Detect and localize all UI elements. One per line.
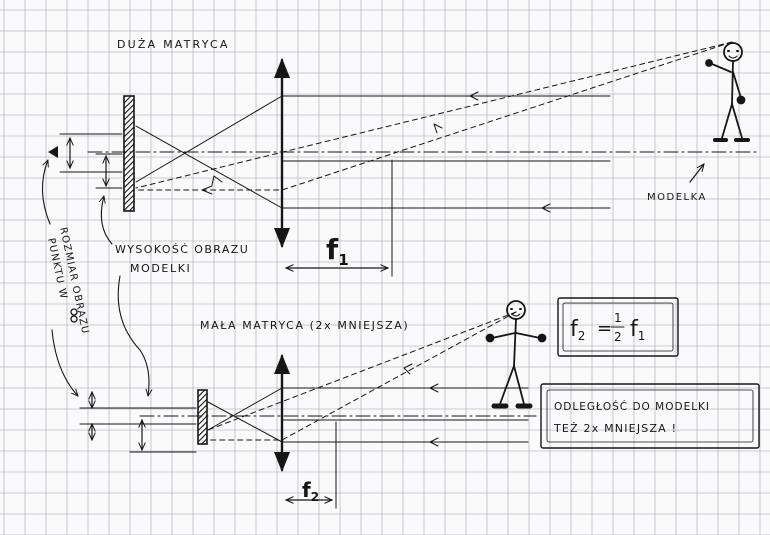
ray-dashed-4 <box>207 311 517 441</box>
label-model: MODELKA <box>647 192 707 203</box>
ray-converge-3 <box>207 387 283 431</box>
formula-equals: = <box>597 318 612 339</box>
label-big-sensor: DUŻA MATRYCA <box>117 38 230 51</box>
formula-lhs: f2 <box>570 317 585 343</box>
ray-converge-4 <box>207 401 283 443</box>
ray-converge-1 <box>135 95 283 183</box>
lens-bottom-arrow-up <box>274 354 290 374</box>
lens-top-arrow-up <box>274 58 290 78</box>
distance-note-box: ODLEGŁOŚĆ DO MODELKI TEŻ 2x MNIEJSZA ! <box>540 383 760 449</box>
small-sensor-plate <box>197 389 208 445</box>
ray-arrow-7 <box>429 437 439 447</box>
distance-note-line1: ODLEGŁOŚĆ DO MODELKI <box>554 400 710 413</box>
ray-arrow-5 <box>211 175 223 186</box>
formula-numerator: 1 <box>614 311 622 325</box>
ray-arrow-8 <box>403 363 413 375</box>
label-f1: f1 <box>326 233 349 269</box>
formula-lhs-sub: 2 <box>578 329 586 343</box>
ray-arrow-1 <box>469 91 479 101</box>
lens-top-arrow-down <box>274 228 290 248</box>
model-figure-bottom <box>485 300 547 409</box>
label-f2-sub: 2 <box>311 490 319 504</box>
formula-lhs-main: f <box>570 317 579 342</box>
small-sensor-diagram <box>79 311 537 509</box>
formula-rhs-main: f <box>630 317 639 342</box>
formula-rhs-sub: 1 <box>638 329 646 343</box>
label-f1-sub: 1 <box>338 251 348 269</box>
label-f1-main: f <box>326 233 339 266</box>
distance-note-line2: TEŻ 2x MNIEJSZA ! <box>553 422 677 435</box>
formula-denominator: 2 <box>614 330 622 344</box>
label-f2-main: f <box>302 478 311 502</box>
ray-dashed-1 <box>135 41 733 189</box>
image-height-arrow-down <box>117 275 149 396</box>
pixel-size-dots <box>70 308 78 323</box>
label-image-height-2: MODELKI <box>130 262 191 275</box>
formula-rhs: f1 <box>630 317 645 343</box>
ray-arrow-2 <box>541 203 551 213</box>
label-image-height-1: WYSOKOŚĆ OBRAZU <box>115 243 249 256</box>
ray-dashed-2 <box>135 41 733 191</box>
label-f2: f2 <box>302 478 319 504</box>
lens-bottom-arrow-down <box>274 452 290 472</box>
ray-arrow-3 <box>433 123 443 134</box>
ray-arrow-6 <box>429 383 439 393</box>
ray-converge-2 <box>135 125 283 209</box>
ray-dashed-3 <box>207 311 517 431</box>
label-small-sensor: MAŁA MATRYCA (2x MNIEJSZA) <box>200 319 409 332</box>
pixel-size-arrow-down <box>51 329 78 396</box>
large-sensor-diagram <box>48 41 761 277</box>
ray-arrow-4 <box>201 185 213 195</box>
large-sensor-plate <box>123 95 135 212</box>
model-pointer-arrow <box>689 164 704 183</box>
pixel-size-pointer-top <box>48 146 58 158</box>
formula-box: f2 = 1 2 f1 <box>557 297 679 357</box>
pixel-size-arrow-up <box>41 160 51 225</box>
model-figure-top <box>705 42 750 142</box>
image-height-arrow-up <box>101 196 113 245</box>
